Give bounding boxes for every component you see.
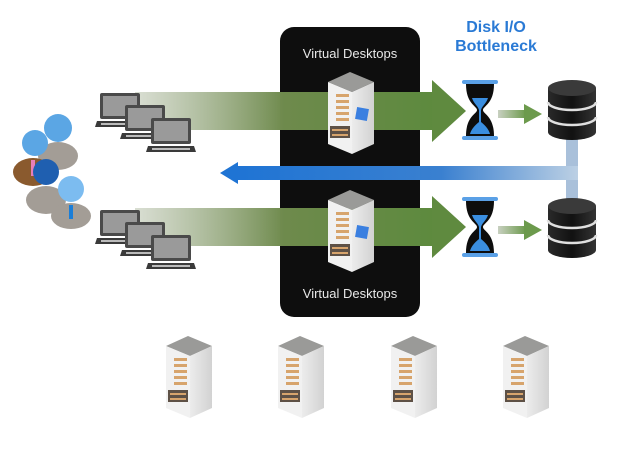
hourglass-icon-top bbox=[462, 80, 498, 140]
vdi-server-bottom bbox=[328, 190, 374, 272]
response-arrow bbox=[220, 162, 578, 184]
database-icon-bottom bbox=[546, 196, 598, 260]
idle-server-2 bbox=[278, 336, 324, 418]
db-arrow-top bbox=[498, 104, 542, 124]
vdi-server-top bbox=[328, 72, 374, 154]
title-line-2: Bottleneck bbox=[455, 38, 537, 55]
idle-server-4 bbox=[503, 336, 549, 418]
database-icon-top bbox=[546, 78, 598, 142]
vd-label-bottom: Virtual Desktops bbox=[302, 286, 398, 301]
db-arrow-bottom bbox=[498, 220, 542, 240]
title-line-1: Disk I/O bbox=[466, 19, 526, 36]
diagram-title: Disk I/O Bottleneck bbox=[446, 18, 546, 56]
user-group-icon bbox=[13, 114, 91, 229]
idle-server-1 bbox=[166, 336, 212, 418]
vd-label-top: Virtual Desktops bbox=[302, 46, 398, 61]
idle-server-3 bbox=[391, 336, 437, 418]
hourglass-icon-bottom bbox=[462, 197, 498, 257]
